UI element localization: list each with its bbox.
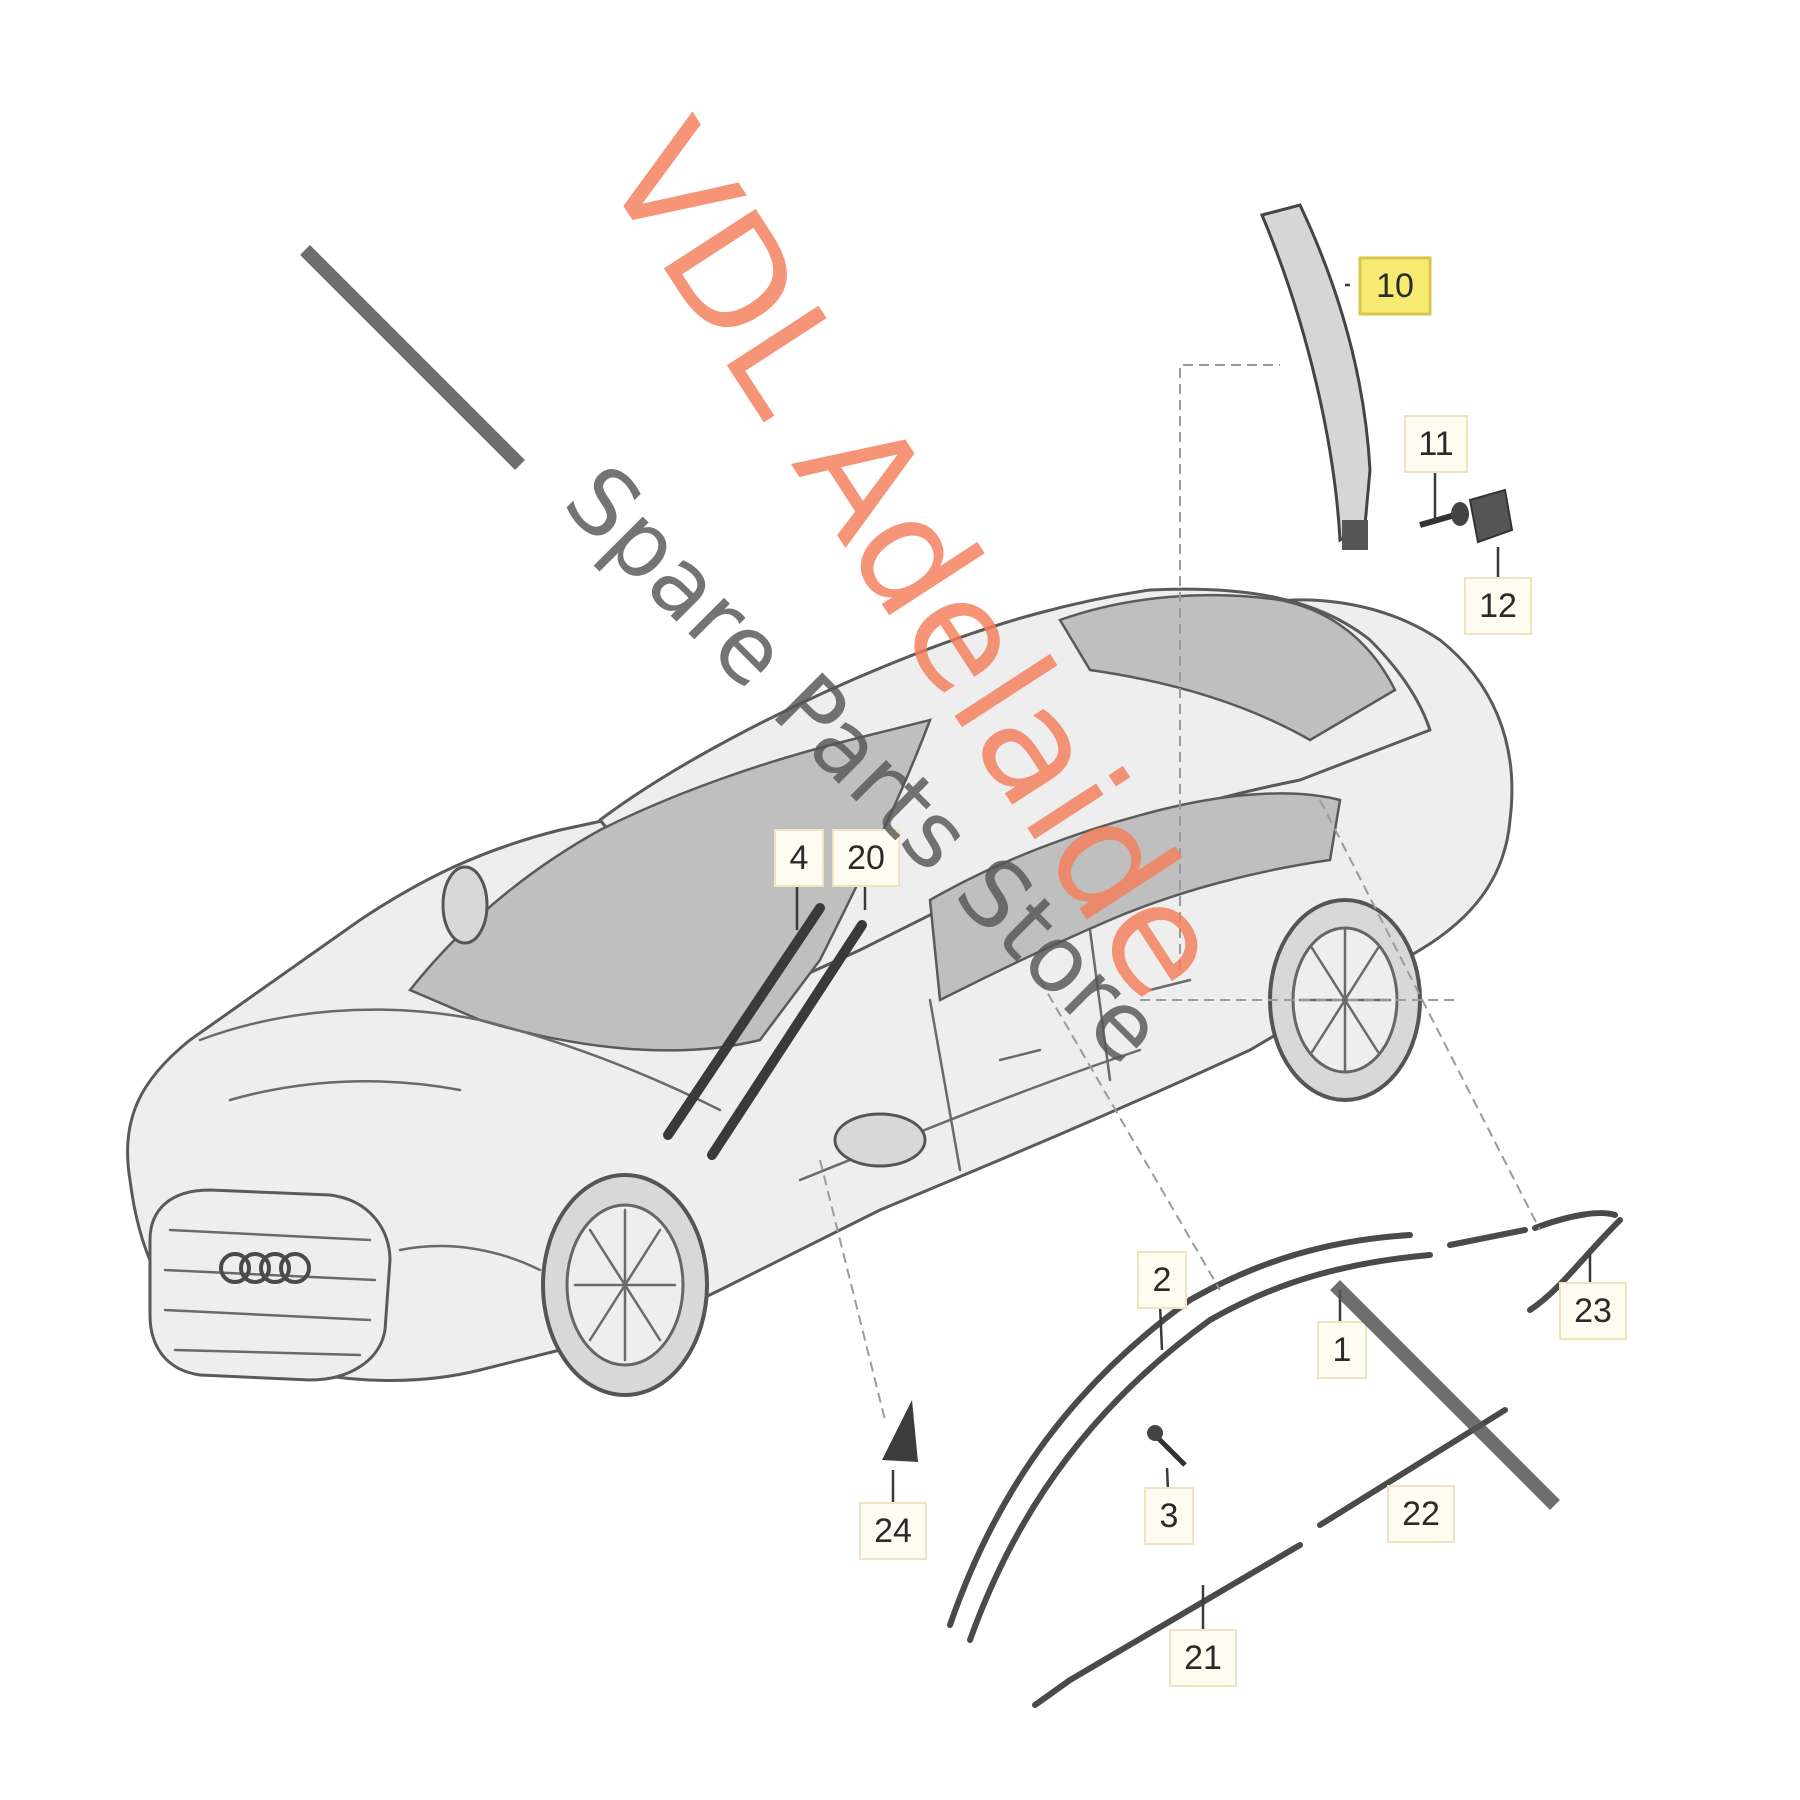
callout-1-label: 1 <box>1333 1331 1352 1369</box>
parts <box>663 203 1623 1708</box>
callouts: 10 11 12 4 20 2 1 23 <box>774 256 1627 1687</box>
callout-21-label: 21 <box>1184 1639 1222 1677</box>
callout-24: 24 <box>859 1502 927 1560</box>
callout-3-label: 3 <box>1160 1497 1179 1535</box>
part-24-trim <box>882 1400 918 1462</box>
headlight <box>398 1244 542 1272</box>
guide-lines <box>819 364 1541 1421</box>
callout-22: 22 <box>1387 1485 1455 1543</box>
callout-23-label: 23 <box>1574 1292 1612 1330</box>
part-11-bolt <box>1419 512 1456 528</box>
callout-12: 12 <box>1464 577 1532 635</box>
windshield <box>407 718 933 1052</box>
part-2-roof-trim <box>947 1232 1413 1628</box>
callout-4: 4 <box>774 829 824 887</box>
part-12-clip <box>1468 488 1514 544</box>
roof-glass <box>1058 593 1397 742</box>
watermark-bar-bottom <box>1330 1280 1560 1510</box>
hood <box>198 1008 722 1112</box>
audi-rings-logo <box>219 1252 311 1284</box>
callout-20: 20 <box>832 829 900 887</box>
callout-11: 11 <box>1404 415 1468 473</box>
mirror <box>441 865 489 945</box>
part-20-strip <box>707 920 867 1160</box>
mirror <box>833 1112 927 1168</box>
callout-23: 23 <box>1559 1282 1627 1340</box>
part-23-trim <box>1447 1210 1623 1313</box>
callout-2: 2 <box>1137 1251 1187 1309</box>
callout-12-label: 12 <box>1479 587 1517 625</box>
callout-21: 21 <box>1169 1629 1237 1687</box>
part-1-roof-trim <box>967 1252 1433 1643</box>
part-21-trim <box>1032 1542 1303 1708</box>
part-3-screw <box>1153 1433 1187 1467</box>
callout-20-label: 20 <box>847 839 885 877</box>
callout-2-label: 2 <box>1153 1261 1172 1299</box>
side-windows <box>928 792 1342 1002</box>
callout-3: 3 <box>1144 1487 1194 1545</box>
callout-24-label: 24 <box>874 1512 912 1550</box>
callout-11-label: 11 <box>1418 425 1453 463</box>
front-wheel <box>541 1173 709 1397</box>
callout-4-label: 4 <box>790 839 809 877</box>
callout-10: 10 <box>1358 256 1432 316</box>
door-handle <box>998 1048 1042 1062</box>
callout-22-label: 22 <box>1402 1495 1440 1533</box>
watermark-bar-top <box>300 245 525 470</box>
callout-10-label: 10 <box>1376 267 1414 305</box>
part-4-strip <box>663 903 825 1140</box>
callout-1: 1 <box>1317 1321 1367 1379</box>
door-handle <box>1148 978 1192 992</box>
part-10-pillar-trim <box>1259 203 1372 543</box>
